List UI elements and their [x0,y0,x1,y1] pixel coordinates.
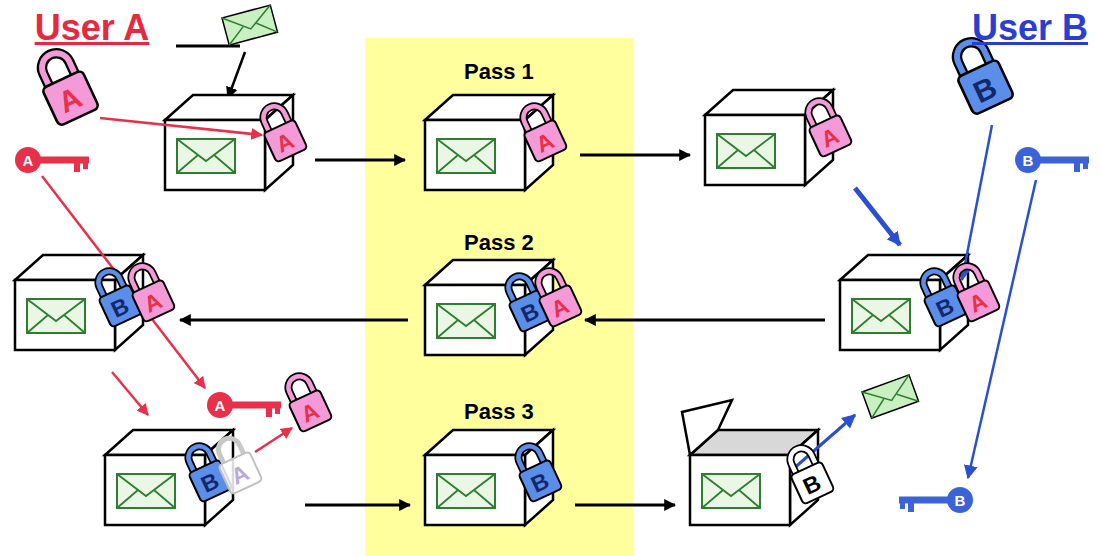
key-letter: A [23,153,34,168]
pass-title: Pass 2 [464,230,534,256]
pass-title: Pass 3 [464,399,534,425]
key-letter: A [215,398,226,413]
pass-title: Pass 1 [464,59,534,85]
key-letter: B [955,493,966,508]
user-heading: User B [972,10,1088,46]
key-letter: B [1023,153,1034,168]
user-heading: User A [35,10,150,46]
